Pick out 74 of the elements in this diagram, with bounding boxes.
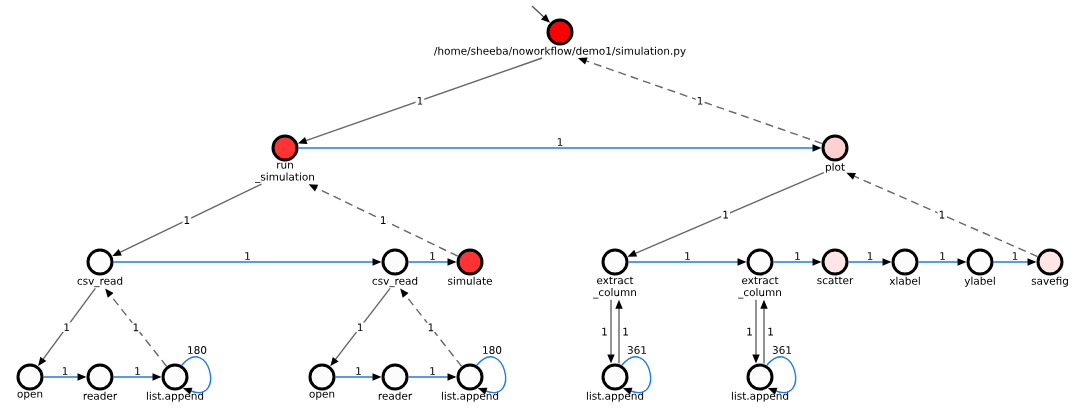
node-label: list.append	[146, 391, 204, 402]
edge-label: 1	[62, 322, 71, 333]
edge-label: 1	[795, 252, 800, 260]
circle-node: reader	[378, 363, 413, 400]
node-label: simulate	[448, 276, 492, 285]
node-label: csv_read	[77, 276, 123, 288]
edge-label: 1	[135, 367, 140, 375]
node-label: list.append	[441, 391, 499, 402]
edge-label: 1	[695, 95, 705, 106]
edge-label: 361	[771, 345, 793, 355]
edge-label: 1	[747, 327, 752, 336]
edge-label: 1	[557, 138, 563, 146]
loop-arrow	[181, 356, 212, 395]
edge-label: 1	[378, 215, 388, 225]
edge-label: 1	[721, 209, 730, 220]
node-label: extract _column	[593, 276, 636, 299]
edge-label: 1	[426, 322, 436, 333]
circle-node: run _simulation	[255, 134, 314, 183]
edge-label: 1	[430, 252, 435, 260]
node-label: run _simulation	[255, 162, 314, 183]
node-label: extract _column	[738, 276, 781, 299]
edge-label: 1	[430, 367, 435, 375]
loop-arrow	[476, 356, 507, 395]
node-label: csv_read	[372, 276, 418, 288]
node-label: open	[309, 391, 335, 400]
circle-node: simulate	[448, 248, 492, 285]
edge-label: 1	[940, 252, 945, 260]
edge-label: 1	[415, 95, 425, 106]
edge-label: 1	[62, 367, 68, 375]
circle-node: extract _column	[593, 248, 636, 299]
edge-label: 1	[245, 252, 250, 260]
circle-node: xlabel	[889, 248, 920, 285]
edge-label: 1	[685, 252, 690, 260]
node-label: ylabel	[964, 276, 995, 287]
circle-node: scatter	[817, 248, 854, 285]
circle-node: csv_read	[77, 248, 123, 288]
edge-label: 361	[626, 345, 648, 355]
edge-label: 1	[937, 209, 947, 220]
node-label: scatter	[817, 276, 854, 285]
circle-node: savefig	[1031, 248, 1068, 287]
circle-node: /home/sheeba/noworkflow/demo1/simulation.py	[433, 18, 686, 57]
circle-node: open	[16, 363, 44, 400]
node-label: /home/sheeba/noworkflow/demo1/simulation.py	[433, 46, 686, 57]
circle-node: extract _column	[738, 248, 781, 299]
edge-label: 1	[182, 215, 192, 225]
circle-node: list.append	[441, 363, 499, 402]
circle-node: open	[308, 363, 336, 400]
node-label: plot	[825, 162, 845, 173]
edge-label: 1	[602, 327, 607, 336]
node-label: reader	[83, 391, 118, 400]
circle-node: list.append	[146, 363, 204, 402]
edge-label: 180	[186, 345, 208, 355]
edge-label: 1	[131, 322, 141, 333]
loop-arrow	[621, 356, 652, 395]
edge-label: 1	[1012, 252, 1018, 260]
node-label: xlabel	[889, 276, 920, 285]
node-label: savefig	[1031, 276, 1068, 287]
circle-node: list.append	[586, 363, 644, 402]
node-label: open	[17, 391, 43, 400]
circle-node: reader	[83, 363, 118, 400]
edge-label: 1	[867, 252, 873, 260]
edge-label: 1	[355, 322, 365, 333]
node-label: list.append	[731, 391, 789, 402]
edge-label: 1	[768, 327, 773, 336]
circle-node: csv_read	[372, 248, 418, 288]
loop-arrow	[766, 356, 797, 395]
edge-label: 180	[481, 345, 503, 355]
node-label: reader	[378, 391, 413, 400]
node-label: list.append	[586, 391, 644, 402]
circle-node: plot	[821, 134, 849, 173]
circle-node: ylabel	[964, 248, 995, 287]
edge-label: 1	[623, 327, 628, 336]
edge-label: 1	[356, 367, 361, 375]
circle-node: list.append	[731, 363, 789, 402]
